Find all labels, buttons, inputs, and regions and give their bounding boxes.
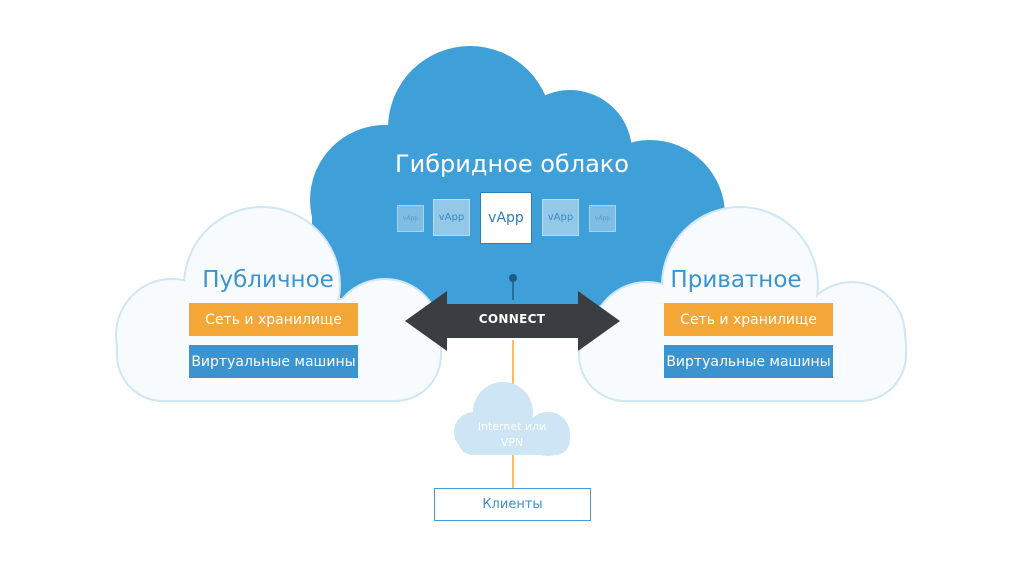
public-cloud-title: Публичное: [202, 267, 334, 293]
private-network-storage-box: Сеть и хранилище: [664, 303, 833, 336]
internet-label-line1: Internet или: [477, 420, 547, 433]
vapp-tile-main: vApp: [480, 192, 532, 244]
public-network-storage-box: Сеть и хранилище: [189, 303, 358, 336]
internet-cloud-shape: [454, 382, 570, 456]
public-virtual-machines-box: Виртуальные машины: [189, 345, 358, 378]
hybrid-cloud-shape: [310, 46, 725, 315]
vapp-tile-5: vApp: [589, 205, 616, 232]
clients-box: Клиенты: [434, 488, 591, 521]
internet-label-line2: VPN: [500, 436, 524, 449]
private-virtual-machines-box: Виртуальные машины: [664, 345, 833, 378]
private-cloud-title: Приватное: [670, 267, 802, 293]
vapp-tile-2: vApp: [433, 199, 470, 236]
connect-dot: [509, 274, 517, 282]
vapp-tile-4: vApp: [542, 199, 579, 236]
vapp-tile-1: vApp: [397, 205, 424, 232]
connect-label: CONNECT: [478, 312, 546, 326]
connect-arrow: [405, 291, 620, 351]
internet-vpn-label: Internet или VPN: [452, 419, 572, 451]
hybrid-cloud-title: Гибридное облако: [395, 150, 629, 178]
